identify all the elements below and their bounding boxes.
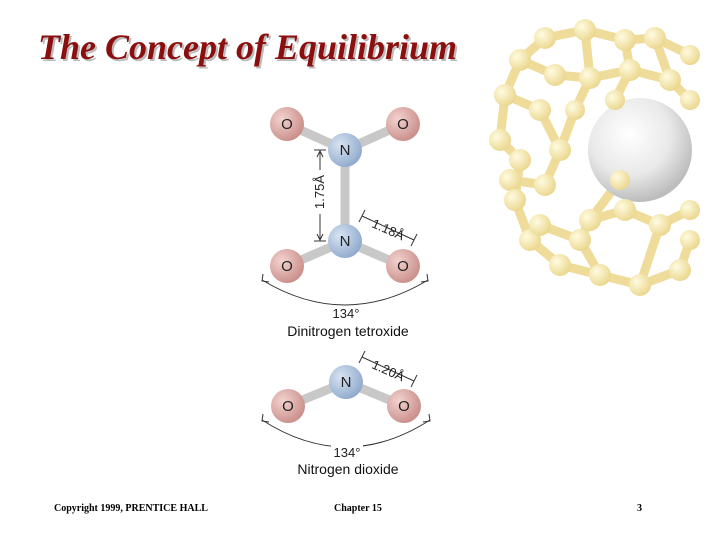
atom-label-o: O [398, 398, 410, 415]
n2o4-molecule: O O N N O O 1.75Å 1.18Å [261, 107, 429, 339]
page-number: 3 [637, 503, 642, 514]
molecule-name: Nitrogen dioxide [297, 461, 398, 477]
no2-molecule: N O O 1.20Å 134° Nitrogen dioxide [261, 350, 431, 477]
oxygen-atom [387, 389, 421, 423]
no-dimension-line [358, 350, 418, 388]
atom-label-n: N [340, 142, 351, 159]
angle-arc [261, 279, 429, 306]
nitrogen-atom [328, 133, 362, 167]
bond-angle: 134° [334, 445, 361, 460]
oxygen-atom [386, 249, 420, 283]
atom-label-n: N [341, 374, 352, 391]
fullerene-nodes [489, 19, 700, 296]
oxygen-atom [270, 107, 304, 141]
atom-label-o: O [281, 258, 293, 275]
no-dimension-line [358, 209, 418, 247]
oxygen-atom [270, 249, 304, 283]
atom-label-o: O [281, 116, 293, 133]
copyright-text: Copyright 1999, PRENTICE HALL [54, 503, 208, 514]
bond-length-nn: 1.75Å [312, 175, 327, 209]
oxygen-atom [271, 389, 305, 423]
angle-arc [261, 419, 431, 448]
oxygen-atom [386, 107, 420, 141]
atom-label-n: N [340, 233, 351, 250]
chapter-label: Chapter 15 [334, 503, 382, 514]
atom-label-o: O [282, 398, 294, 415]
molecule-name: Dinitrogen tetroxide [287, 323, 409, 339]
fullerene-core [588, 98, 692, 202]
nitrogen-atom [328, 224, 362, 258]
atom-label-o: O [397, 258, 409, 275]
bond-length-no: 1.18Å [370, 216, 407, 244]
nitrogen-atom [329, 365, 363, 399]
atom-label-o: O [397, 116, 409, 133]
slide-title: The Concept of Equilibrium [38, 27, 458, 67]
bond-angle: 134° [333, 306, 360, 321]
bond-length-no: 1.20Å [370, 357, 407, 385]
